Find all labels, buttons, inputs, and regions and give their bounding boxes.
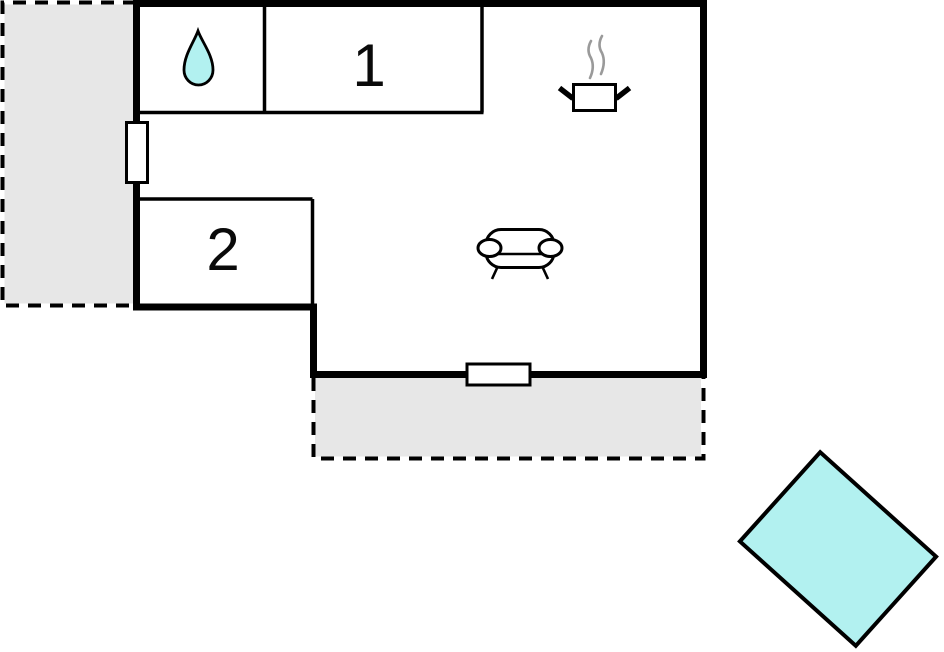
water-drop-icon	[182, 26, 215, 87]
cooking-pot-icon	[557, 34, 632, 112]
left-terrace-dashed-border	[0, 0, 136, 308]
sofa-armrest-left	[476, 238, 503, 258]
bottom-terrace	[315, 378, 701, 457]
pot-handle-left	[557, 85, 575, 101]
steam-line-left	[587, 39, 595, 80]
left-terrace	[4, 4, 134, 304]
room-1-label: 1	[352, 32, 385, 99]
pot-handle-right	[614, 85, 632, 101]
building-outline	[133, 0, 707, 378]
sofa-icon	[476, 228, 564, 280]
steam-line-right	[598, 34, 606, 76]
window-left	[125, 121, 149, 184]
bottom-terrace-dashed-border	[311, 378, 706, 461]
pool	[737, 449, 939, 649]
sofa-armrest-right	[537, 238, 564, 258]
room-2-label: 2	[206, 216, 239, 283]
pot-body	[572, 83, 617, 112]
window-bottom	[465, 362, 532, 387]
